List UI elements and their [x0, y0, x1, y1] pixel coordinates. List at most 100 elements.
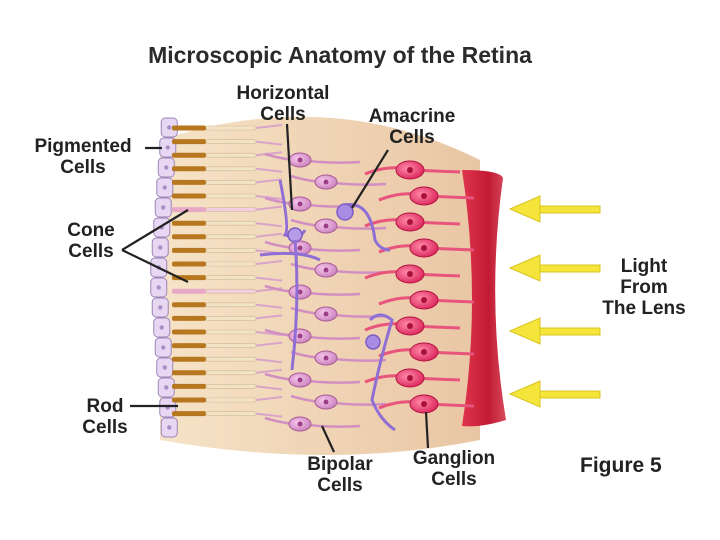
bipolar-nucleus	[323, 399, 329, 405]
photoreceptor-inner-segment	[205, 152, 257, 158]
photoreceptor-axon	[255, 232, 283, 238]
label-bipolar-line2: Cells	[317, 475, 363, 496]
pointer-bipolar	[321, 425, 335, 453]
label-horizontal-line2: Cells	[260, 104, 306, 125]
label-rod-line1: Rod	[86, 396, 124, 417]
pigmented-cell-nucleus	[161, 345, 166, 350]
light-arrow	[508, 254, 601, 282]
photoreceptor-axon	[255, 358, 283, 364]
photoreceptor-axon	[255, 368, 283, 374]
bipolar-nucleus	[297, 377, 303, 383]
photoreceptor-axon	[255, 222, 283, 228]
photoreceptor-axon	[255, 195, 283, 200]
rod-outer-segment	[172, 329, 206, 335]
pointer-cone-lower	[121, 249, 189, 283]
rod-outer-segment	[172, 343, 206, 349]
photoreceptor-axon	[255, 396, 283, 401]
pigmented-cell-nucleus	[164, 165, 169, 170]
label-rod-line2: Cells	[82, 417, 128, 438]
label-cone-line2: Cells	[68, 241, 114, 262]
rod-outer-segment	[172, 179, 206, 185]
label-light-from-lens: Light From The Lens	[588, 256, 700, 319]
photoreceptor-inner-segment	[205, 220, 257, 226]
light-arrow	[508, 195, 601, 223]
bipolar-nucleus	[297, 289, 303, 295]
photoreceptor-axon	[255, 385, 283, 391]
photoreceptor-axon	[255, 205, 283, 211]
ganglion-nucleus	[421, 349, 427, 355]
photoreceptor-inner-segment	[205, 316, 257, 321]
pigmented-cell-nucleus	[167, 425, 172, 430]
label-pigmented-line1: Pigmented	[34, 136, 132, 157]
photoreceptor-inner-segment	[205, 356, 257, 362]
label-light-line1: Light	[620, 256, 668, 277]
label-amacrine-line2: Cells	[389, 127, 435, 148]
bipolar-nucleus	[323, 223, 329, 229]
pigmented-cell-nucleus	[164, 385, 169, 390]
ganglion-nucleus	[407, 219, 413, 225]
pigmented-cell-nucleus	[158, 305, 163, 310]
bipolar-nucleus	[297, 333, 303, 339]
photoreceptor-axon	[255, 167, 283, 173]
rod-outer-segment	[172, 193, 206, 199]
ganglion-cell-layer	[364, 160, 475, 414]
diagram-title: Microscopic Anatomy of the Retina	[148, 42, 532, 68]
photoreceptor-inner-segment	[205, 125, 257, 131]
pigmented-cell-layer	[150, 117, 178, 438]
photoreceptor-inner-segment	[205, 329, 257, 335]
rod-outer-segment	[172, 234, 206, 240]
label-amacrine-cells: Amacrine Cells	[352, 106, 472, 148]
bipolar-nucleus	[297, 201, 303, 207]
pigmented-cell-nucleus	[167, 125, 172, 130]
pointer-amacrine	[351, 149, 389, 209]
rod-outer-segment	[172, 220, 206, 226]
photoreceptor-axon	[255, 341, 283, 347]
pigmented-cell-nucleus	[156, 285, 161, 290]
cone-outer-segment	[172, 207, 206, 213]
bipolar-nucleus	[297, 421, 303, 427]
ganglion-nucleus	[407, 167, 413, 173]
photoreceptor-inner-segment	[205, 261, 257, 267]
pointer-horizontal	[285, 123, 294, 211]
pointer-ganglion	[424, 411, 430, 449]
pigmented-cell-nucleus	[162, 365, 167, 370]
blood-vessel-layer	[462, 170, 506, 427]
label-pointers	[121, 123, 430, 453]
photoreceptor-inner-segment	[205, 193, 257, 199]
ganglion-nucleus	[421, 245, 427, 251]
ganglion-nucleus	[421, 193, 427, 199]
photoreceptor-axon	[255, 276, 283, 282]
label-cone-line1: Cone	[67, 220, 115, 241]
photoreceptor-inner-segment	[205, 288, 257, 294]
rod-outer-segment	[172, 302, 206, 308]
photoreceptor-axon	[255, 412, 283, 418]
bipolar-nucleus	[297, 157, 303, 163]
ganglion-nucleus	[407, 323, 413, 329]
label-cone-cells: Cone Cells	[55, 220, 127, 262]
pigmented-cell-nucleus	[158, 245, 163, 250]
rod-outer-segment	[172, 139, 206, 145]
photoreceptor-axon	[255, 303, 283, 309]
photoreceptor-inner-segment	[205, 139, 257, 144]
photoreceptor-layer	[172, 124, 283, 418]
photoreceptor-axon	[255, 178, 283, 184]
label-ganglion-line2: Cells	[431, 469, 477, 490]
bipolar-nucleus	[323, 311, 329, 317]
pigmented-cell-nucleus	[162, 185, 167, 190]
photoreceptor-inner-segment	[205, 180, 257, 185]
rod-outer-segment	[172, 315, 206, 321]
rod-outer-segment	[172, 356, 206, 362]
label-horizontal-cells: Horizontal Cells	[218, 83, 348, 125]
photoreceptor-inner-segment	[205, 207, 257, 212]
bipolar-nucleus	[323, 355, 329, 361]
rod-outer-segment	[172, 397, 206, 403]
photoreceptor-inner-segment	[205, 248, 257, 253]
pigmented-cell-nucleus	[159, 325, 164, 330]
bipolar-nucleus	[323, 179, 329, 185]
photoreceptor-inner-segment	[205, 234, 257, 240]
photoreceptor-axon	[255, 140, 283, 146]
photoreceptor-inner-segment	[205, 275, 257, 280]
ganglion-nucleus	[407, 271, 413, 277]
rod-outer-segment	[172, 383, 206, 389]
